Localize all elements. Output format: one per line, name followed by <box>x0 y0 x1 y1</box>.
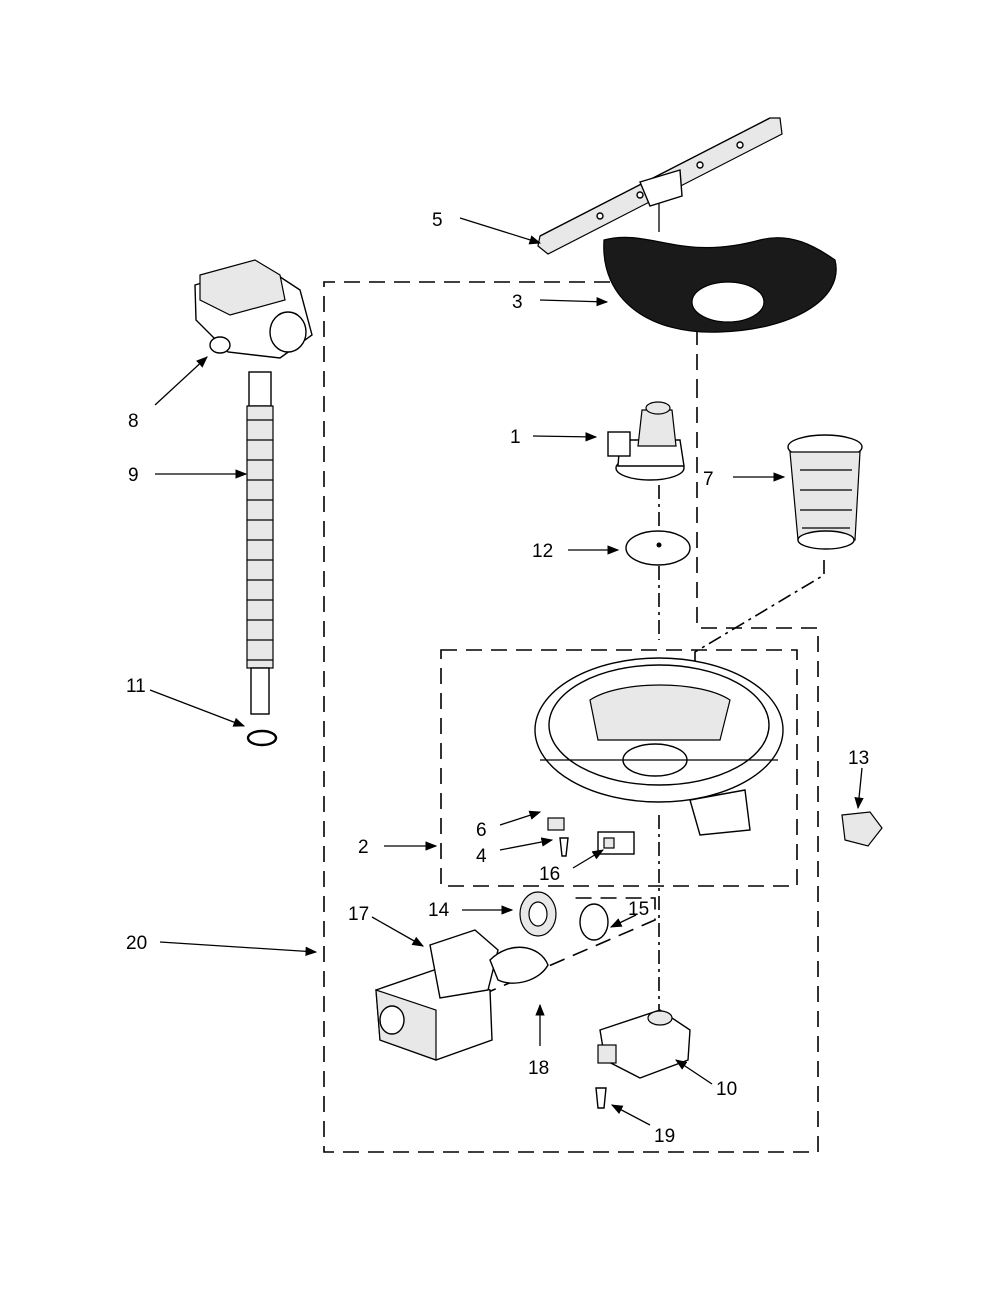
callout-14: 14 <box>428 900 450 921</box>
callout-8: 8 <box>128 411 139 432</box>
screw-4 <box>559 837 569 857</box>
callout-6: 6 <box>476 820 487 841</box>
assembly-2-boundary <box>440 649 798 887</box>
check-valve <box>841 811 883 847</box>
callout-11: 11 <box>126 676 146 697</box>
diverter-motor <box>597 1009 691 1079</box>
screw-19 <box>595 1087 607 1109</box>
callout-10: 10 <box>716 1079 737 1100</box>
callout-9: 9 <box>128 465 139 486</box>
small-clip <box>547 817 565 831</box>
callout-3: 3 <box>512 292 523 313</box>
filter-basket <box>787 434 863 550</box>
gasket-15 <box>579 903 609 941</box>
pump-motor <box>375 929 549 1061</box>
filter-cover <box>603 236 837 333</box>
drain-hose <box>246 371 274 715</box>
callout-15: 15 <box>628 899 649 920</box>
sump-housing <box>534 657 784 836</box>
bracket-16 <box>597 831 635 855</box>
callout-20: 20 <box>126 933 147 954</box>
callout-1: 1 <box>510 427 521 448</box>
hose-clamp <box>246 729 278 747</box>
callout-labels: 5 3 1 7 12 8 9 11 13 2 6 4 16 17 14 15 2… <box>126 210 869 1147</box>
callout-7: 7 <box>703 469 714 490</box>
callout-16: 16 <box>539 864 560 885</box>
callout-12: 12 <box>532 541 553 562</box>
leader-arrows <box>149 217 864 1126</box>
callout-5: 5 <box>432 210 443 231</box>
callout-18: 18 <box>528 1058 549 1079</box>
spray-arm <box>537 117 783 255</box>
callout-4: 4 <box>476 846 487 867</box>
seal-14 <box>519 891 557 937</box>
upper-hub <box>607 401 685 481</box>
callout-17: 17 <box>348 904 369 925</box>
callout-19: 19 <box>654 1126 675 1147</box>
callout-13: 13 <box>848 748 869 769</box>
seal-disk <box>625 530 691 566</box>
drain-pump <box>194 259 313 359</box>
callout-2: 2 <box>358 837 369 858</box>
